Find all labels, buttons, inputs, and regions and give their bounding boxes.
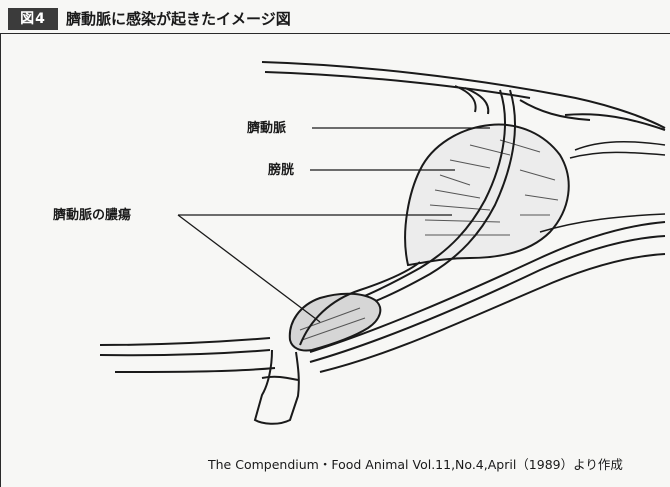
umbilical-stump — [255, 350, 299, 424]
source-citation: The Compendium・Food Animal Vol.11,No.4,A… — [208, 457, 623, 473]
label-umbilical-artery: 臍動脈 — [247, 121, 286, 137]
label-bladder: 膀胱 — [268, 163, 294, 179]
label-artery-abscess: 臍動脈の膿瘍 — [53, 208, 131, 224]
lower-body-wall — [100, 214, 665, 372]
